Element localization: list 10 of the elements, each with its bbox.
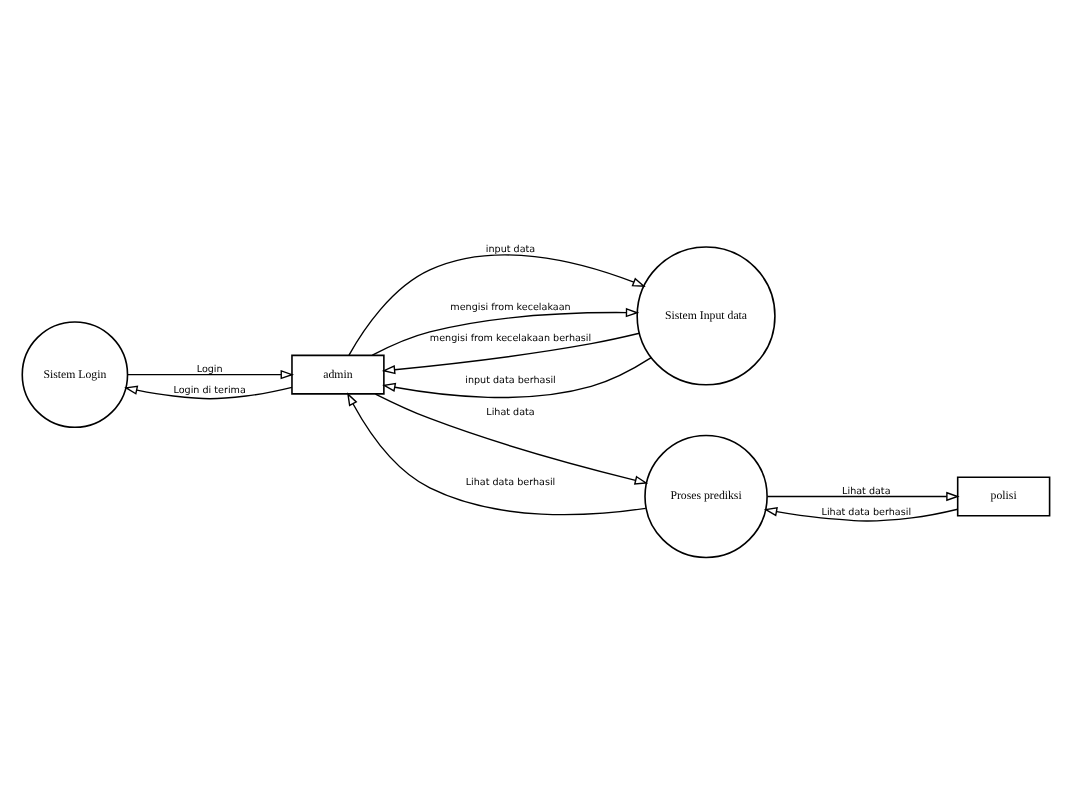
arrow <box>381 332 641 375</box>
arrow <box>347 392 647 516</box>
arrow <box>382 356 652 399</box>
arrow <box>348 254 646 356</box>
arrow <box>763 507 959 522</box>
arrow <box>766 491 960 502</box>
arrow <box>374 393 649 485</box>
arrow <box>124 385 293 400</box>
arrow <box>126 369 295 380</box>
arrow <box>371 307 640 356</box>
